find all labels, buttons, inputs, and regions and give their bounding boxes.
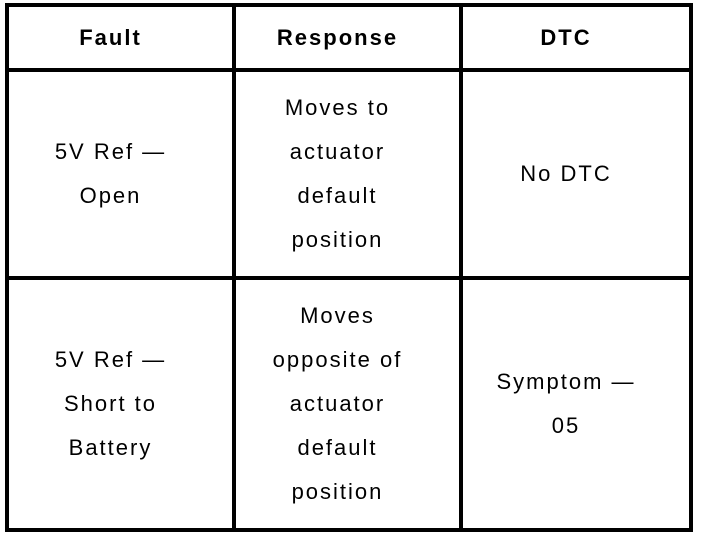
header-cell-fault: Fault — [9, 7, 232, 68]
header-cell-dtc: DTC — [463, 7, 689, 68]
cell-row2-response: Moves opposite of actuator default posit… — [236, 280, 459, 528]
cell-row1-fault: 5V Ref — Open — [9, 72, 232, 276]
cell-row2-dtc: Symptom — 05 — [463, 280, 689, 528]
header-cell-response: Response — [236, 7, 459, 68]
cell-row1-response: Moves to actuator default position — [236, 72, 459, 276]
cell-row1-dtc: No DTC — [463, 72, 689, 276]
cell-row2-fault: 5V Ref — Short to Battery — [9, 280, 232, 528]
fault-response-dtc-table: Fault Response DTC 5V Ref — Open Moves t… — [5, 3, 693, 532]
